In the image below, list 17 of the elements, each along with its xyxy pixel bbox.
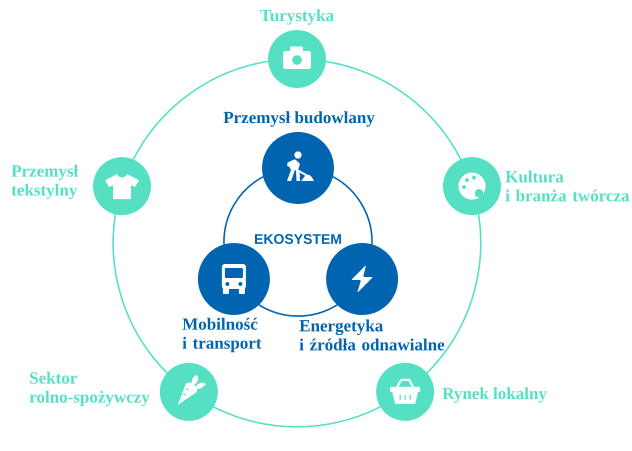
connector-arc [326, 60, 462, 160]
connector-arc [223, 176, 264, 244]
node-label: Kultura i branża twórcza [506, 170, 630, 202]
center-label: EKOSYSTEM [255, 234, 342, 244]
node-label: Turystyka [260, 9, 334, 25]
node-label: Energetyka i źródła odnawialne [300, 320, 444, 350]
connector-arc [212, 406, 381, 428]
connector-arc [332, 176, 373, 246]
node-label: Przemysł budowlany [224, 111, 375, 127]
connector-arc [112, 213, 168, 374]
connector-arc [132, 60, 270, 160]
node-label: Sektor rolno-spożywczy [30, 372, 150, 406]
node-label: Mobilność i transport [182, 318, 262, 352]
connector-arc [426, 214, 482, 374]
node-label: Rynek lokalny [442, 387, 547, 403]
node-label: Przemysł tekstylny [11, 164, 78, 200]
connector-arc [258, 304, 338, 317]
